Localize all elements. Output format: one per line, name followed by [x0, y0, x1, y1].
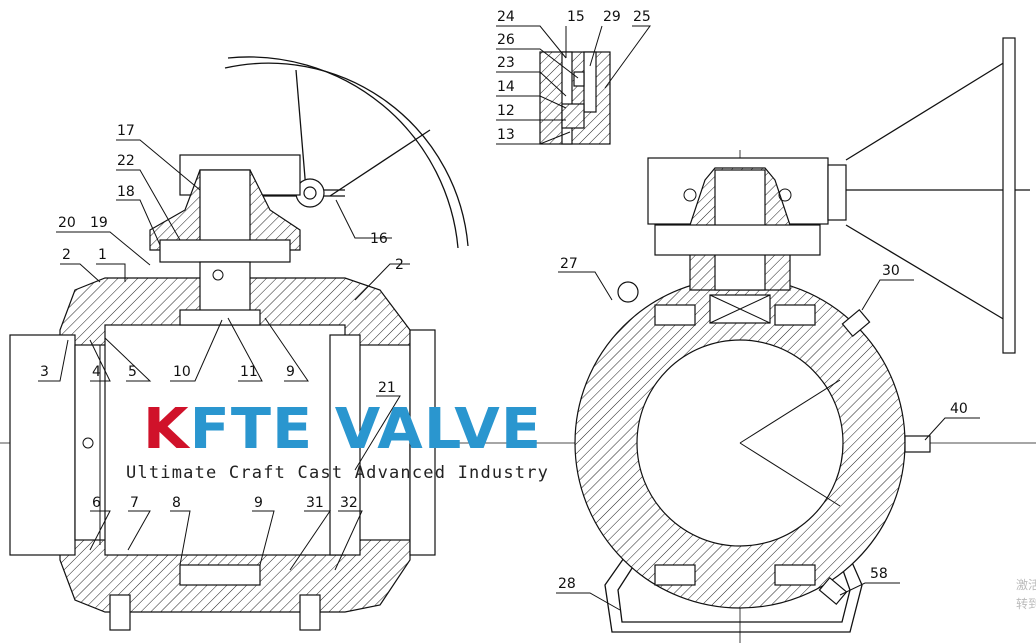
part-label: 20	[58, 215, 76, 231]
part-label: 14	[497, 79, 515, 95]
part-label: 32	[340, 495, 358, 511]
part-label: 8	[172, 495, 181, 511]
os-activation-watermark: 激活 转到	[1016, 576, 1036, 614]
part-label: 25	[633, 9, 651, 25]
brand-tagline: Ultimate Craft Cast Advanced Industry	[126, 463, 550, 483]
part-label: 7	[130, 495, 139, 511]
seat-detail-inset	[496, 25, 651, 145]
front-view-labels: 27 30 40 28 58	[558, 256, 968, 592]
part-label: 6	[92, 495, 101, 511]
part-label: 9	[254, 495, 263, 511]
side-view-labels: 17 22 18 20 19 16 2 1 2 3 4 5 10 11 9 21…	[40, 123, 404, 511]
part-label: 15	[567, 9, 585, 25]
part-label: 9	[286, 364, 295, 380]
watermark-line: 激活	[1016, 578, 1036, 592]
part-label: 4	[92, 364, 101, 380]
front-view	[556, 37, 1036, 643]
part-label: 22	[117, 153, 135, 169]
part-label: 30	[882, 263, 900, 279]
part-label: 29	[603, 9, 621, 25]
part-label: 3	[40, 364, 49, 380]
side-section-view	[0, 56, 560, 631]
part-label: 18	[117, 184, 135, 200]
part-label: 17	[117, 123, 135, 139]
part-label: 58	[870, 566, 888, 582]
part-label: 16	[370, 231, 388, 247]
part-label: 21	[378, 380, 396, 396]
part-label: 13	[497, 127, 515, 143]
logo-text: FTE VALVE	[189, 397, 543, 462]
part-label: 24	[497, 9, 515, 25]
brand-logo: KFTE VALVE	[143, 402, 542, 458]
logo-initial: K	[143, 397, 190, 462]
part-label: 31	[306, 495, 324, 511]
part-label: 23	[497, 55, 515, 71]
part-label: 5	[128, 364, 137, 380]
part-label: 2	[395, 257, 404, 273]
part-label: 10	[173, 364, 191, 380]
part-label: 12	[497, 103, 515, 119]
part-label: 11	[240, 364, 258, 380]
part-label: 1	[98, 247, 107, 263]
part-label: 2	[62, 247, 71, 263]
part-label: 27	[560, 256, 578, 272]
part-label: 40	[950, 401, 968, 417]
inset-labels: 24 15 29 25 26 23 14 12 13	[497, 9, 651, 143]
watermark-line: 转到	[1016, 597, 1036, 611]
part-label: 26	[497, 32, 515, 48]
part-label: 19	[90, 215, 108, 231]
part-label: 28	[558, 576, 576, 592]
